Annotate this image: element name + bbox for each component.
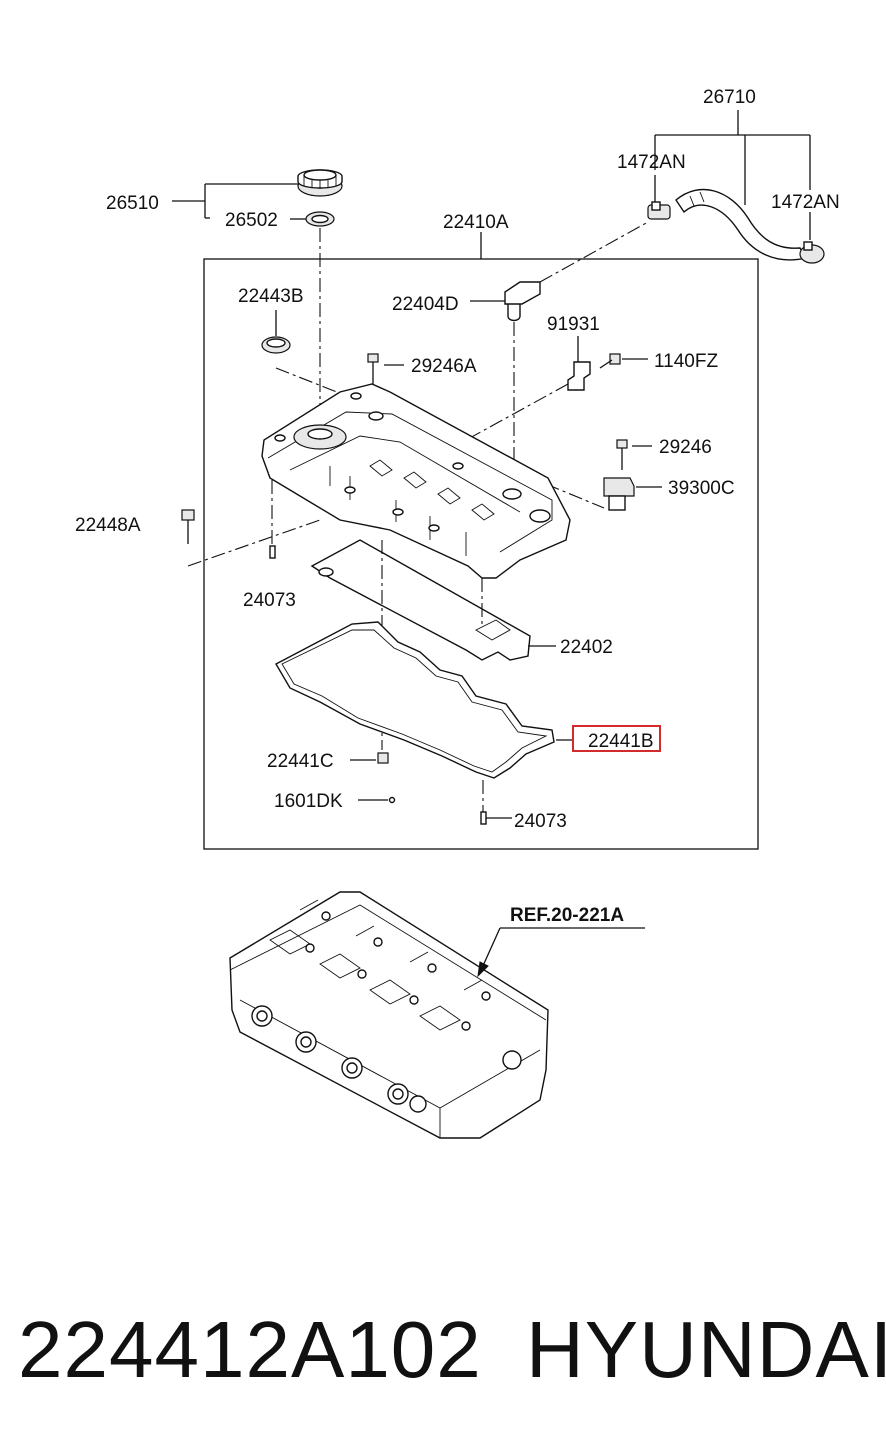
filler-cap-gasket bbox=[305, 211, 335, 227]
sensor-bracket bbox=[567, 336, 591, 391]
label-24073-lower: 24073 bbox=[514, 811, 567, 832]
label-1140fz: 1140FZ bbox=[654, 351, 718, 372]
label-1472an-right: 1472AN bbox=[771, 192, 840, 213]
dowel-pin-upper bbox=[269, 480, 276, 559]
brand-name: HYUNDAI bbox=[526, 1305, 886, 1394]
rocker-cover-gasket bbox=[275, 621, 574, 779]
label-26502: 26502 bbox=[225, 210, 278, 231]
oil-filler-cap bbox=[297, 169, 343, 197]
label-1472an-left: 1472AN bbox=[617, 152, 686, 173]
filler-cap-leaders bbox=[172, 183, 321, 430]
ref-leader bbox=[477, 927, 645, 978]
hose-clamp-left bbox=[647, 201, 671, 220]
ref-label: REF.20-221A bbox=[510, 905, 624, 926]
label-26710: 26710 bbox=[703, 87, 756, 108]
spark-plug-seal bbox=[350, 752, 389, 764]
label-22402: 22402 bbox=[560, 637, 613, 658]
label-22448a: 22448A bbox=[75, 515, 141, 536]
label-22441c: 22441C bbox=[267, 751, 334, 772]
label-91931: 91931 bbox=[547, 314, 600, 335]
label-29246a: 29246A bbox=[411, 356, 477, 377]
sensor-bolt bbox=[616, 439, 652, 470]
hose-clamp-right bbox=[799, 241, 825, 264]
part-number: 224412A102 bbox=[18, 1305, 482, 1394]
footer-caption: 224412A102 HYUNDAI bbox=[18, 1295, 886, 1405]
parts-diagram: 26710 1472AN 1472AN 26510 26502 22410A 2… bbox=[75, 87, 840, 1139]
cover-mount-bolt bbox=[181, 509, 321, 567]
dowel-pin-lower bbox=[480, 780, 512, 825]
rocker-cover bbox=[261, 383, 571, 579]
label-26510: 26510 bbox=[106, 193, 159, 214]
bracket-bolt bbox=[599, 353, 648, 369]
label-24073-upper: 24073 bbox=[243, 590, 296, 611]
plug-tube-seal bbox=[261, 310, 291, 354]
label-39300c: 39300C bbox=[668, 478, 735, 499]
label-29246: 29246 bbox=[659, 437, 712, 458]
label-22441b: 22441B bbox=[588, 731, 654, 752]
label-22410a: 22410A bbox=[443, 212, 509, 233]
highlight-box bbox=[572, 725, 661, 752]
plug-part bbox=[358, 796, 396, 804]
pcv-valve bbox=[470, 221, 649, 490]
hose-leaders bbox=[654, 110, 811, 240]
camshaft-position-sensor bbox=[603, 477, 662, 511]
label-1601dk: 1601DK bbox=[274, 791, 343, 812]
label-22443b: 22443B bbox=[238, 286, 304, 307]
cylinder-head-reference bbox=[229, 891, 549, 1139]
label-22404d: 22404D bbox=[392, 294, 459, 315]
